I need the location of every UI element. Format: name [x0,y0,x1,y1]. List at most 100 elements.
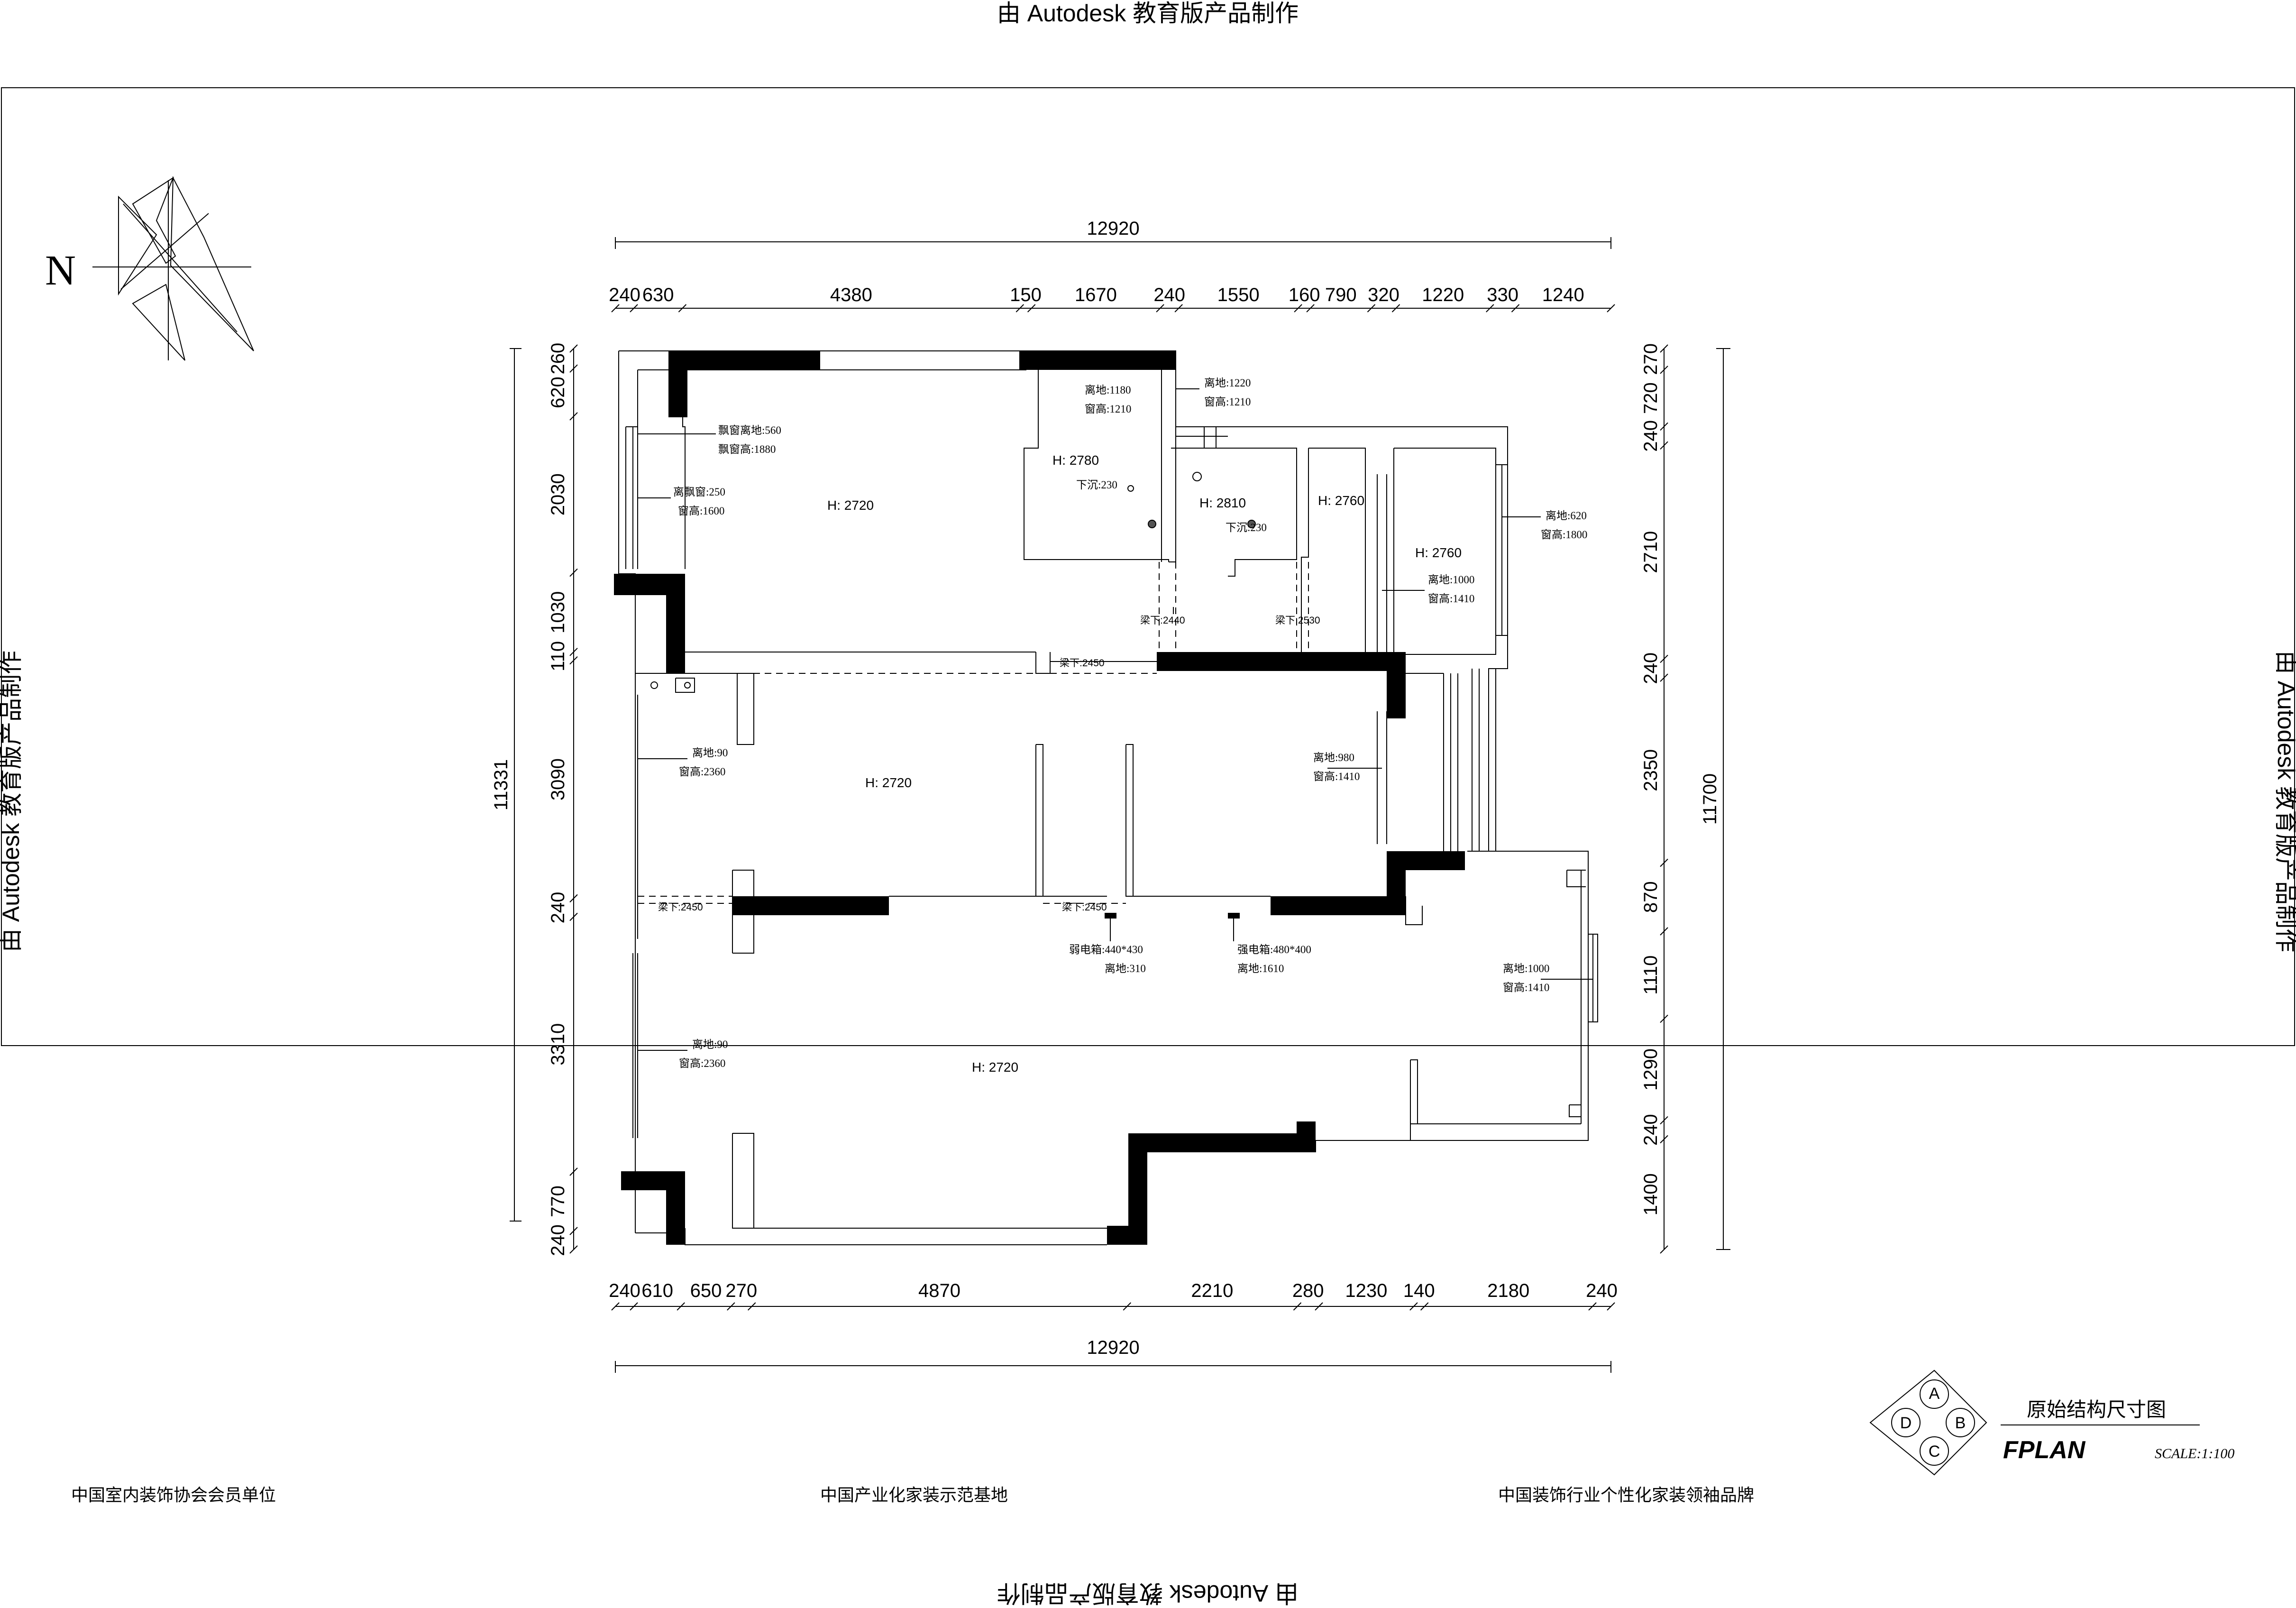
structural-walls [614,351,1465,1245]
top-tick-2 [678,304,687,312]
right-tick-10 [1660,1135,1668,1144]
room-height-3: H: 2810 [1199,496,1246,510]
note-window-90-b-1: 离地:90 [692,1038,728,1050]
note-window-1220-2: 窗高:1210 [1204,396,1251,408]
watermark-bottom: 由 Autodesk 教育版产品制作 [997,1580,1299,1607]
right-tick-7 [1660,927,1668,936]
left-segment-8: 770 [548,1185,568,1217]
scale-label: SCALE:1:100 [2155,1446,2234,1461]
left-segment-6: 240 [548,892,568,924]
room-height-labels: H: 2720 H: 2780 H: 2810 H: 2760 H: 2760 … [827,453,1462,1075]
top-tick-10 [1391,304,1400,312]
note-weak-box-2: 离地:310 [1105,963,1146,974]
right-tick-8 [1660,1014,1668,1023]
right-tick-4 [1660,654,1668,663]
left-tick-1 [569,364,578,373]
left-segment-5: 3090 [548,758,568,800]
left-segment-1: 620 [548,377,568,408]
compass-icon: N [45,176,254,361]
left-segment-2: 2030 [548,473,568,515]
fixtures [650,472,1256,693]
top-segment-12: 1240 [1542,285,1584,305]
bottom-segment-1: 610 [641,1280,673,1301]
left-tick-2 [569,412,578,421]
right-segment-9: 240 [1640,1114,1661,1146]
bottom-segment-9: 2180 [1487,1280,1529,1301]
annotation-notes: 飘窗离地:560 飘窗高:1880 离飘窗:250 窗高:1600 离地:118… [638,377,1593,1069]
right-segment-3: 2710 [1640,531,1661,573]
left-segment-4: 110 [548,641,568,671]
note-window-620-1: 离地:620 [1546,510,1587,522]
right-tick-9 [1660,1116,1668,1125]
note-low-bay-2: 窗高:1600 [678,505,724,517]
room-height-1: H: 2720 [827,498,874,513]
footer-center: 中国产业化家装示范基地 [820,1485,1008,1505]
left-segment-0: 260 [548,343,568,375]
top-segment-2: 4380 [830,285,872,305]
note-sink-230-a: 下沉:230 [1076,479,1117,491]
note-window-90-b-2: 窗高:2360 [679,1057,725,1069]
note-window-1000-b-1: 离地:1000 [1503,963,1549,974]
top-tick-1 [630,304,638,312]
beam-lines [638,562,1309,904]
top-tick-7 [1294,304,1302,312]
title-block-letter-b: B [1955,1414,1966,1432]
right-segment-0: 270 [1640,343,1661,375]
top-segment-9: 320 [1368,285,1400,305]
title-block-letter-d: D [1900,1414,1912,1432]
left-tick-6 [569,894,578,903]
top-segment-1: 630 [642,285,674,305]
bottom-segment-5: 2210 [1191,1280,1233,1301]
top-segment-6: 1550 [1217,285,1260,305]
room-height-4: H: 2760 [1318,493,1364,508]
bottom-segment-6: 280 [1292,1280,1324,1301]
left-tick-9 [569,1227,578,1235]
room-height-2: H: 2780 [1052,453,1099,468]
drawing-title: 原始结构尺寸图 [2027,1399,2166,1421]
right-segment-5: 2350 [1640,749,1661,791]
note-window-980-2: 窗高:1410 [1313,771,1360,782]
bottom-tick-2 [677,1302,685,1311]
right-tick-1 [1660,366,1668,374]
left-segment-9: 240 [548,1224,568,1256]
bottom-segment-0: 240 [609,1280,640,1301]
bottom-tick-8 [1409,1302,1418,1311]
top-tick-12 [1511,304,1520,312]
note-sink-230-b: 下沉:230 [1226,522,1267,533]
note-window-1180-1: 离地:1180 [1085,384,1131,396]
right-segment-7: 1110 [1640,956,1661,995]
bottom-tick-0 [611,1302,620,1311]
bottom-tick-4 [747,1302,756,1311]
footer-left: 中国室内装饰协会会员单位 [71,1485,276,1505]
right-total-dimension: 11700 [1700,773,1720,825]
watermark-top: 由 Autodesk 教育版产品制作 [997,0,1299,27]
note-window-980-1: 离地:980 [1313,752,1354,763]
right-tick-2 [1660,422,1668,431]
right-tick-0 [1660,344,1668,353]
note-bay-window-1: 飘窗离地:560 [718,424,781,436]
top-tick-8 [1306,304,1315,312]
top-segment-4: 1670 [1075,285,1117,305]
top-tick-13 [1607,304,1615,312]
right-segment-10: 1400 [1640,1173,1661,1215]
note-window-1000-a-2: 窗高:1410 [1428,593,1474,605]
top-tick-9 [1367,304,1376,312]
bottom-total-dimension: 12920 [1087,1337,1139,1358]
bottom-tick-1 [630,1302,638,1311]
note-beam-2450-b: 梁下:2450 [658,902,703,913]
right-segment-1: 720 [1640,382,1661,414]
top-tick-11 [1486,304,1494,312]
right-segment-4: 240 [1640,652,1661,684]
right-segment-6: 870 [1640,881,1661,913]
room-height-7: H: 2720 [972,1060,1018,1075]
right-tick-3 [1660,441,1668,450]
right-tick-6 [1660,858,1668,867]
note-bay-window-2: 飘窗高:1880 [718,443,776,455]
note-beam-2450-c: 梁下:2450 [1062,902,1107,913]
right-tick-5 [1660,673,1668,682]
left-total-dimension: 11331 [491,759,512,810]
